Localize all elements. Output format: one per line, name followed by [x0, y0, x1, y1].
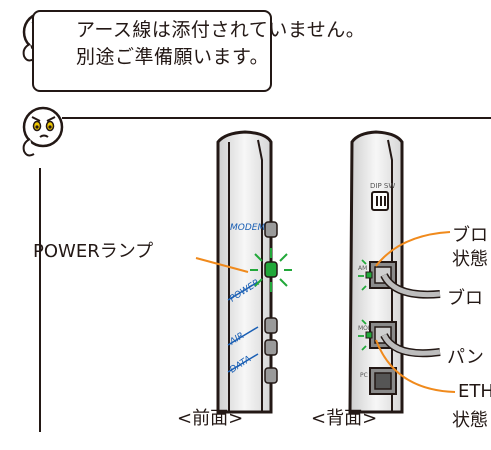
back-port-glow [358, 259, 367, 351]
middle-right-callout: ブロ [447, 288, 483, 309]
lower-right-callout: パン [447, 347, 484, 368]
note-line-2: 別途ご準備願います。 [76, 46, 270, 68]
back-caption: <背面> [311, 408, 378, 429]
cables [380, 272, 441, 358]
bottom-right-callout-1: ETH [458, 381, 491, 402]
note-box [32, 10, 272, 92]
power-lamp [264, 261, 278, 278]
back-pc-label: PC [360, 372, 368, 379]
power-lamp-leader [195, 257, 249, 273]
note-line-1: アース線は添付されていません。 [76, 19, 366, 41]
back-am-label: AM [358, 265, 367, 272]
back-bottom-leader [375, 339, 456, 393]
top-right-callout-2: 状態 [452, 249, 488, 270]
dip-sw-label: DIP SW [370, 182, 395, 190]
front-caption: <前面> [177, 408, 244, 429]
section-frame [39, 117, 491, 432]
top-right-callout-1: ブロ [452, 225, 488, 246]
back-top-leader [375, 231, 451, 267]
lamp-glow [250, 248, 292, 292]
bottom-right-callout-2: 状態 [452, 410, 488, 431]
note-text: アース線は添付されていません。 別途ご準備願います。 [76, 17, 365, 71]
worried-face-icon [22, 106, 64, 157]
power-lamp-callout: POWERランプ [33, 241, 154, 262]
front-modem-label: MODEM [230, 223, 265, 233]
